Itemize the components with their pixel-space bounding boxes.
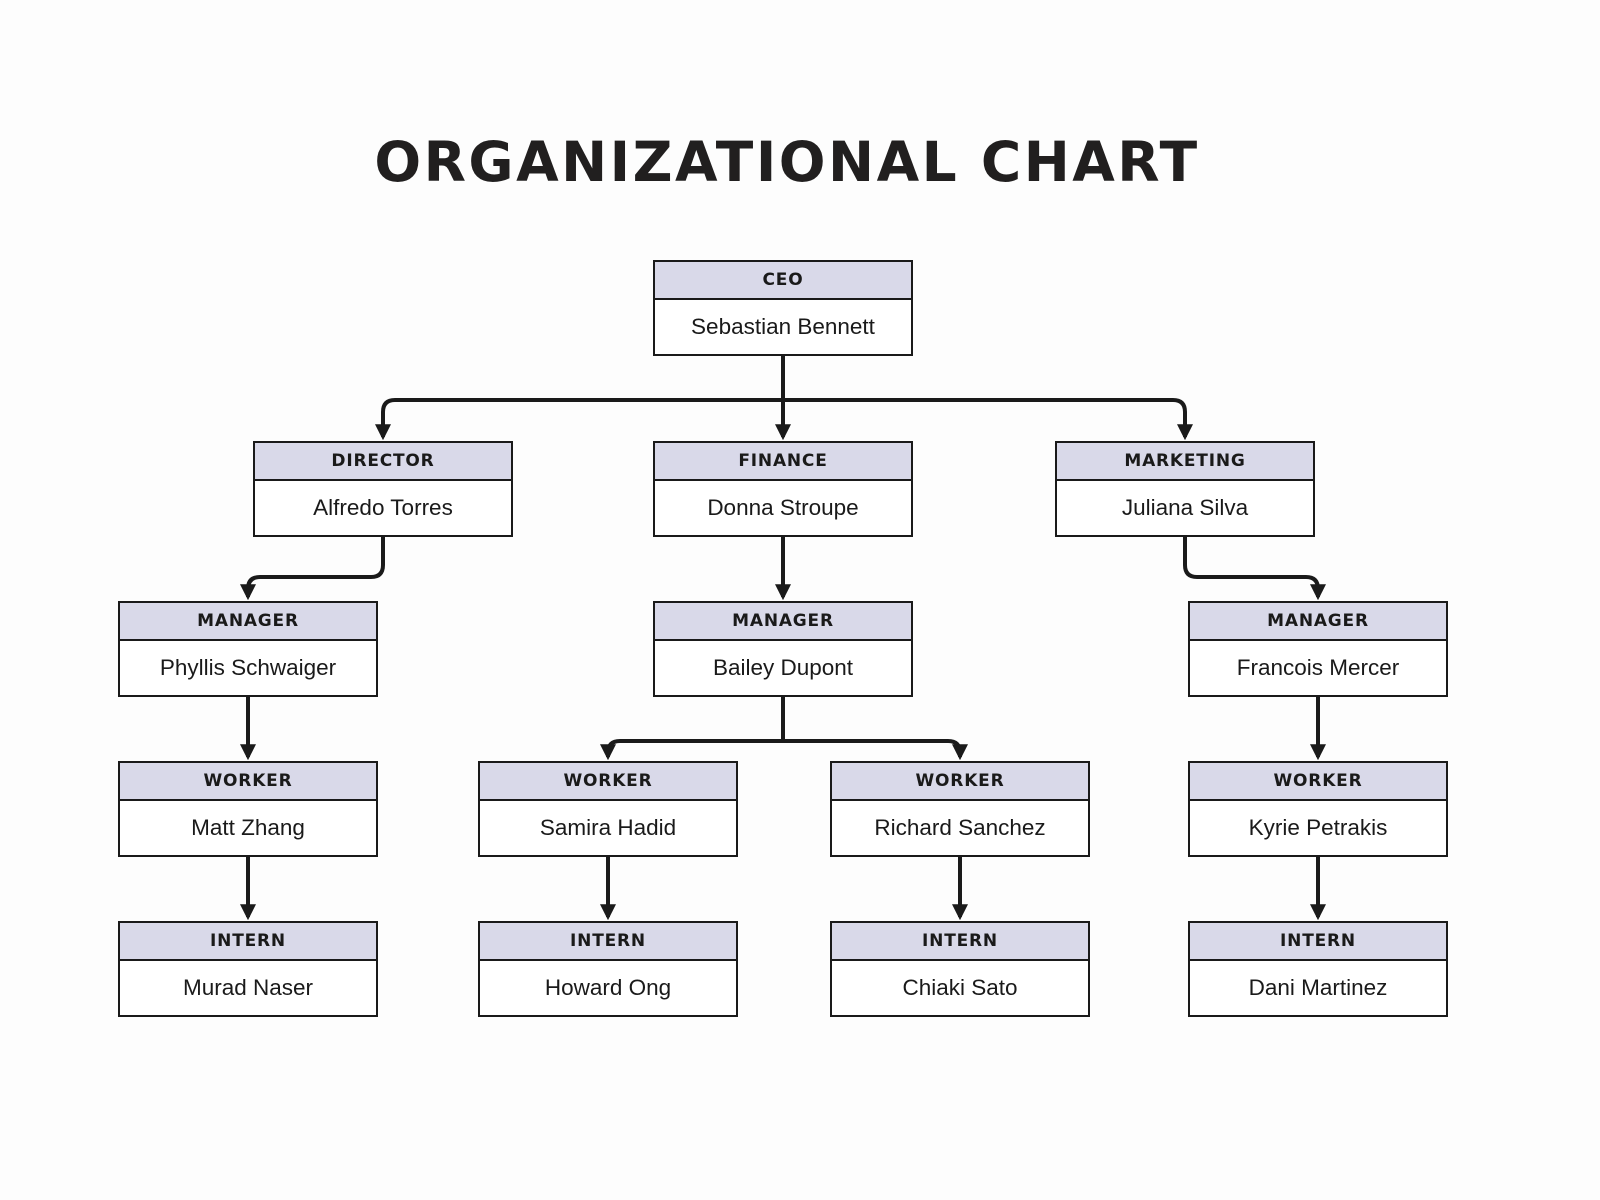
org-node-worker-4: WORKER Kyrie Petrakis bbox=[1188, 761, 1448, 857]
org-node-intern-1: INTERN Murad Naser bbox=[118, 921, 378, 1017]
role-header: WORKER bbox=[480, 763, 736, 801]
org-node-worker-1: WORKER Matt Zhang bbox=[118, 761, 378, 857]
person-name: Sebastian Bennett bbox=[691, 314, 875, 339]
person-name: Juliana Silva bbox=[1121, 495, 1249, 520]
person-name: Kyrie Petrakis bbox=[1248, 815, 1388, 840]
role-header: INTERN bbox=[1190, 923, 1446, 961]
connector-marketing-manager bbox=[1183, 537, 1326, 601]
org-node-manager-3: MANAGER Francois Mercer bbox=[1188, 601, 1448, 697]
person-name: Dani Martinez bbox=[1248, 975, 1388, 1000]
org-node-director: DIRECTOR Alfredo Torres bbox=[253, 441, 513, 537]
org-node-intern-3: INTERN Chiaki Sato bbox=[830, 921, 1090, 1017]
role-header: DIRECTOR bbox=[255, 443, 511, 481]
connector-director-manager bbox=[240, 537, 385, 601]
org-node-finance: FINANCE Donna Stroupe bbox=[653, 441, 913, 537]
connector-manager2-worker3 bbox=[783, 739, 968, 761]
person-name: Murad Naser bbox=[182, 975, 314, 1000]
person-name: Donna Stroupe bbox=[707, 495, 859, 520]
org-node-intern-4: INTERN Dani Martinez bbox=[1188, 921, 1448, 1017]
role-header: MANAGER bbox=[655, 603, 911, 641]
person-name: Phyllis Schwaiger bbox=[159, 655, 337, 680]
role-header: WORKER bbox=[120, 763, 376, 801]
person-name: Francois Mercer bbox=[1236, 655, 1400, 680]
role-header: CEO bbox=[655, 262, 911, 300]
person-name: Howard Ong bbox=[544, 975, 672, 1000]
person-name: Richard Sanchez bbox=[874, 815, 1046, 840]
connector-ceo-marketing bbox=[783, 398, 1193, 441]
person-name: Matt Zhang bbox=[191, 815, 305, 840]
role-header: INTERN bbox=[120, 923, 376, 961]
person-name: Chiaki Sato bbox=[902, 975, 1018, 1000]
org-node-worker-3: WORKER Richard Sanchez bbox=[830, 761, 1090, 857]
person-name: Alfredo Torres bbox=[313, 495, 453, 520]
connector-manager2-worker2 bbox=[600, 739, 783, 761]
person-name: Samira Hadid bbox=[539, 815, 677, 840]
role-header: MANAGER bbox=[120, 603, 376, 641]
person-name: Bailey Dupont bbox=[712, 655, 854, 680]
org-node-ceo: CEO Sebastian Bennett bbox=[653, 260, 913, 356]
org-node-manager-1: MANAGER Phyllis Schwaiger bbox=[118, 601, 378, 697]
role-header: MARKETING bbox=[1057, 443, 1313, 481]
role-header: MANAGER bbox=[1190, 603, 1446, 641]
org-node-marketing: MARKETING Juliana Silva bbox=[1055, 441, 1315, 537]
page-title: ORGANIZATIONAL CHART bbox=[374, 130, 1200, 194]
connector-ceo-director bbox=[375, 398, 783, 441]
org-node-intern-2: INTERN Howard Ong bbox=[478, 921, 738, 1017]
role-header: INTERN bbox=[480, 923, 736, 961]
role-header: INTERN bbox=[832, 923, 1088, 961]
role-header: WORKER bbox=[1190, 763, 1446, 801]
org-node-manager-2: MANAGER Bailey Dupont bbox=[653, 601, 913, 697]
org-node-worker-2: WORKER Samira Hadid bbox=[478, 761, 738, 857]
role-header: FINANCE bbox=[655, 443, 911, 481]
role-header: WORKER bbox=[832, 763, 1088, 801]
